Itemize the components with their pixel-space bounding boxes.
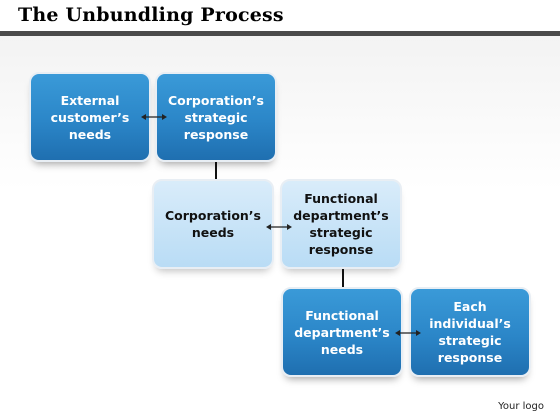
box-corporations-needs: Corporation’s needs bbox=[152, 179, 274, 269]
box-label: Each individual’s strategic response bbox=[429, 299, 511, 365]
box-label: Functional department’s strategic respon… bbox=[293, 191, 389, 257]
box-functional-department-needs: Functional department’s needs bbox=[281, 287, 403, 377]
box-each-individual-strategic-response: Each individual’s strategic response bbox=[409, 287, 531, 377]
double-arrow-icon bbox=[395, 330, 421, 336]
double-arrow-icon bbox=[141, 114, 167, 120]
box-corporations-strategic-response: Corporation’s strategic response bbox=[155, 72, 277, 162]
box-label: External customer’s needs bbox=[50, 92, 130, 142]
box-functional-department-strategic-response: Functional department’s strategic respon… bbox=[280, 179, 402, 269]
box-external-customers-needs: External customer’s needs bbox=[29, 72, 151, 162]
connector-line bbox=[215, 162, 217, 180]
box-label: Corporation’s needs bbox=[165, 208, 261, 240]
connector-line bbox=[342, 269, 344, 288]
double-arrow-icon bbox=[266, 224, 292, 230]
logo-placeholder: Your logo bbox=[498, 401, 544, 412]
box-label: Functional department’s needs bbox=[294, 307, 390, 357]
title-divider bbox=[0, 31, 560, 36]
box-label: Corporation’s strategic response bbox=[168, 92, 264, 142]
page-title: The Unbundling Process bbox=[18, 4, 284, 26]
